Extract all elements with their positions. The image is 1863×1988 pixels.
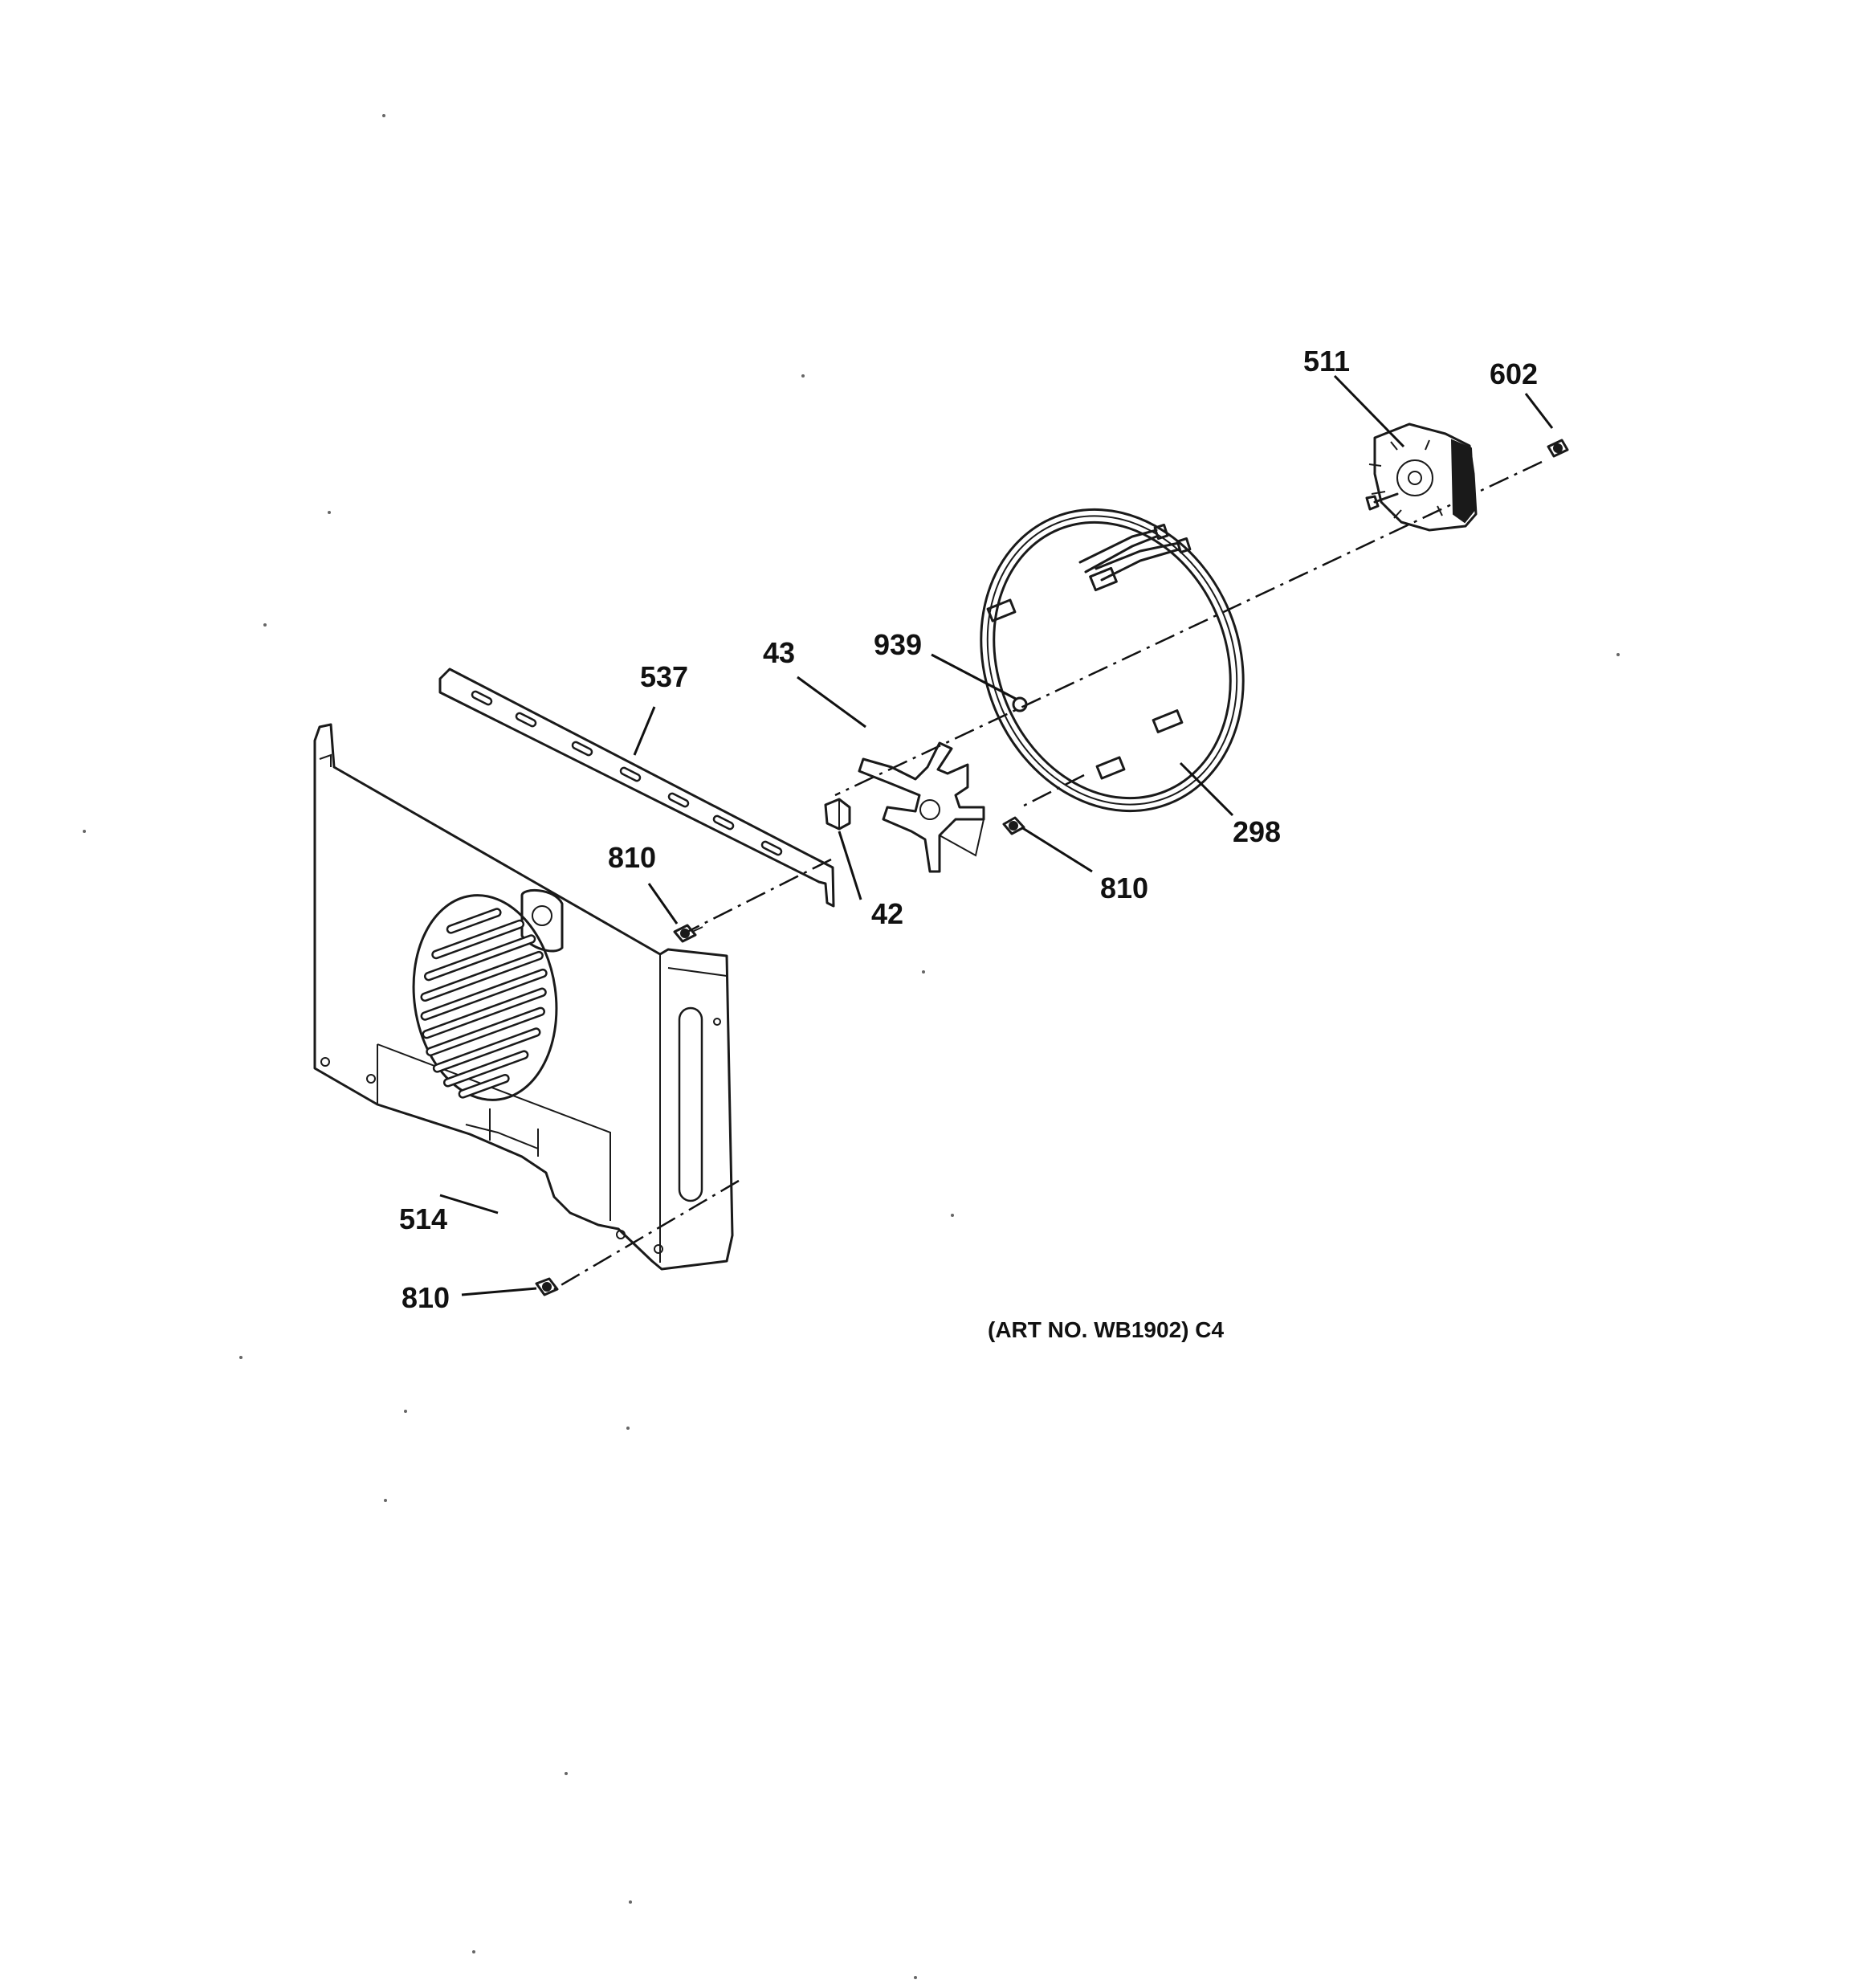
fan-blade-part	[858, 741, 985, 873]
mounting-bracket-part	[438, 667, 835, 908]
callout-810-right: 810	[1100, 872, 1148, 904]
screw-810-right-part	[1002, 816, 1025, 835]
callout-537: 537	[640, 660, 688, 693]
washer-part	[1012, 696, 1028, 712]
callout-labels: 511 602 537 43 939 298 810 810 810 42 51…	[399, 345, 1538, 1314]
hub-nut-part	[824, 798, 851, 831]
callout-939: 939	[874, 628, 922, 661]
screw-810-lower-part	[535, 1277, 559, 1296]
callout-298: 298	[1233, 815, 1281, 848]
screw-810-upper-part	[673, 924, 703, 943]
heating-element-part	[980, 508, 1245, 813]
screw-602-part	[1547, 439, 1569, 458]
callout-810-upper: 810	[608, 841, 656, 874]
scan-specks	[83, 114, 1620, 1979]
callout-810-lower: 810	[402, 1281, 450, 1314]
assembly-axis-lines	[553, 460, 1543, 1291]
callout-602: 602	[1490, 357, 1538, 390]
callout-511: 511	[1303, 345, 1350, 378]
callout-leaders	[439, 374, 1554, 1296]
back-panel-part	[313, 723, 734, 1271]
callout-42: 42	[871, 897, 903, 930]
fan-motor-part	[1365, 423, 1478, 532]
callout-43: 43	[763, 636, 795, 669]
callout-514: 514	[399, 1202, 447, 1235]
art-number: (ART NO. WB1902) C4	[988, 1317, 1224, 1342]
fan-grille-slots	[420, 908, 548, 1099]
